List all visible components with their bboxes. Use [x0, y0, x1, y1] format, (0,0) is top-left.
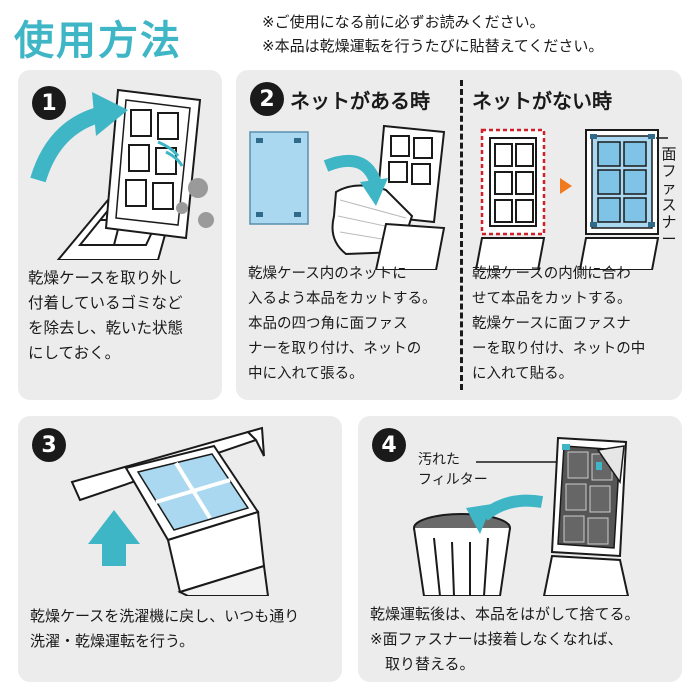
- label-char: 面: [661, 145, 677, 163]
- step-3-panel: 3 乾燥ケースを洗濯機に戻し、いつも通り 洗濯・乾燥運転を行う。: [18, 416, 342, 682]
- step-1-description: 乾燥ケースを取り外し 付着しているゴミなど を除去し、乾いた状態 にしておく。: [28, 266, 183, 366]
- desc-line: 洗濯・乾燥運転を行う。: [30, 632, 195, 650]
- label-char: フ: [661, 162, 677, 180]
- heading-with-net: ネットがある時: [290, 89, 430, 113]
- with-net-illustration: [249, 124, 446, 270]
- dirty-filter-label: 汚れた フィルター: [418, 450, 488, 490]
- remove-case-illustration: [30, 88, 214, 260]
- desc-line: 乾燥ケースを取り外し: [28, 269, 183, 287]
- desc-line: 乾燥ケースを洗濯機に戻し、いつも通り: [30, 607, 300, 625]
- step-4-number: 4: [372, 428, 406, 462]
- desc-line: 入るよう本品をカットする。: [248, 291, 437, 307]
- return-case-illustration: [70, 426, 270, 596]
- note-line: ※ご使用になる前に必ずお読みください。: [262, 13, 545, 31]
- note-line: ※本品は乾燥運転を行うたびに貼替えてください。: [262, 37, 604, 55]
- label-char: ス: [661, 196, 677, 214]
- hook-and-loop-label: 面 フ ァ ス ナ ー: [660, 146, 678, 248]
- step-4-panel: 4 汚れた フィルター 乾燥運転後は、本品をはがして捨てる。 ※面ファスナーは: [358, 416, 682, 682]
- without-net-illustration: [474, 128, 668, 270]
- desc-line: 乾燥ケースに面ファスナ: [472, 316, 631, 332]
- step-1-number: 1: [32, 86, 66, 120]
- desc-line: 中に入れて張る。: [248, 366, 364, 382]
- desc-line: に入れて貼る。: [472, 366, 574, 382]
- heading-without-net: ネットがない時: [472, 89, 612, 113]
- step-1-panel: 1 乾燥ケースを取り外し 付着しているゴミなど を除去し、乾いた状態 にしておく…: [18, 70, 222, 400]
- usage-notes: ※ご使用になる前に必ずお読みください。 ※本品は乾燥運転を行うたびに貼替えてくだ…: [262, 10, 603, 58]
- desc-line: ナーを取り付け、ネットの: [248, 341, 422, 357]
- desc-line: ーを取り付け、ネットの中: [472, 341, 646, 357]
- label-char: ナ: [661, 213, 677, 231]
- section-divider: [460, 80, 463, 390]
- step-3-number: 3: [32, 428, 66, 462]
- desc-line: を除去し、乾いた状態: [28, 319, 184, 337]
- label-char: ー: [661, 230, 677, 248]
- step-3-description: 乾燥ケースを洗濯機に戻し、いつも通り 洗濯・乾燥運転を行う。: [30, 604, 299, 654]
- discard-filter-illustration: [413, 436, 630, 596]
- desc-line: ※面ファスナーは接着しなくなれば、: [370, 630, 623, 648]
- step-2-panel: 2 ネットがある時 ネットがない時: [236, 70, 682, 400]
- desc-line: せて本品をカットする。: [472, 291, 632, 307]
- page-title: 使用方法: [14, 18, 182, 64]
- step-4-description: 乾燥運転後は、本品をはがして捨てる。 ※面ファスナーは接着しなくなれば、 取り替…: [370, 602, 640, 677]
- desc-line: 乾燥ケース内のネットに: [248, 266, 407, 282]
- desc-line: 本品の四つ角に面ファス: [248, 316, 408, 332]
- step-2-number: 2: [250, 82, 284, 116]
- label-line: 汚れた: [418, 452, 460, 468]
- label-line: フィルター: [418, 472, 488, 488]
- desc-line: にしておく。: [28, 344, 121, 362]
- step-2-description-with-net: 乾燥ケース内のネットに 入るよう本品をカットする。 本品の四つ角に面ファス ナー…: [248, 262, 437, 387]
- step-2-description-without-net: 乾燥ケースの内側に合わ せて本品をカットする。 乾燥ケースに面ファスナ ーを取り…: [472, 262, 645, 387]
- desc-line: 乾燥ケースの内側に合わ: [472, 266, 631, 282]
- desc-line: 取り替える。: [370, 655, 475, 673]
- label-char: ァ: [661, 179, 677, 197]
- desc-line: 付着しているゴミなど: [28, 294, 183, 312]
- desc-line: 乾燥運転後は、本品をはがして捨てる。: [370, 605, 640, 623]
